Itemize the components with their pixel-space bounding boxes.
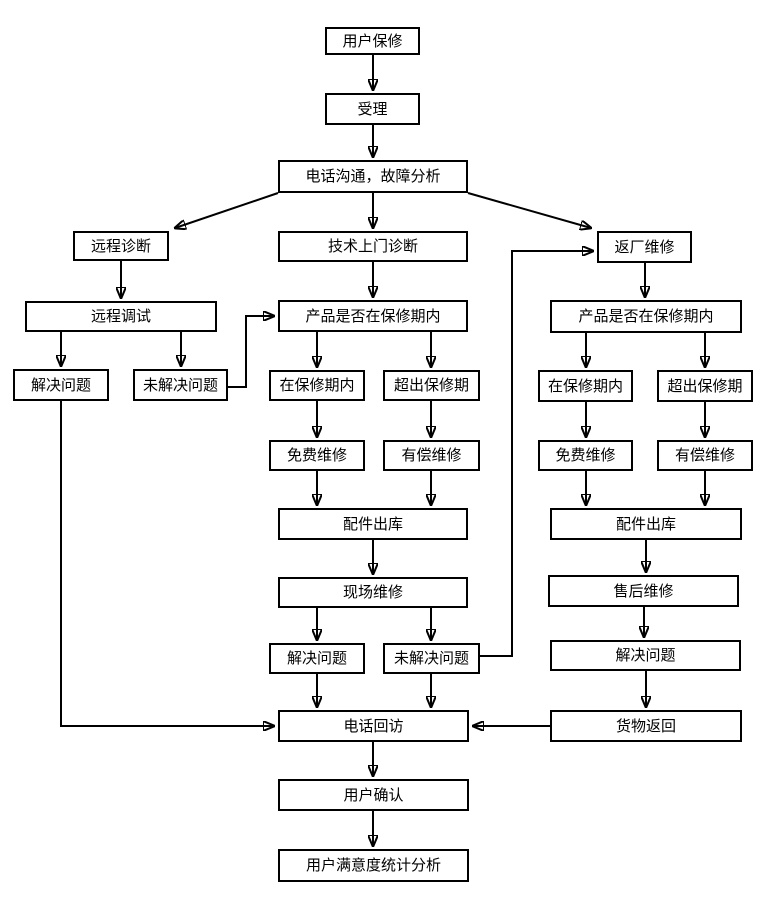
arrow-phone-analysis-to-remote-diagnosis (175, 192, 279, 228)
node-warranty-check-mid: 产品是否在保修期内 (278, 300, 468, 332)
node-out-of-warranty-right: 超出保修期 (657, 370, 753, 402)
node-goods-return: 货物返回 (550, 710, 742, 742)
node-free-repair-mid: 免费维修 (269, 440, 365, 471)
node-phone-followup: 电话回访 (278, 710, 469, 742)
node-paid-repair-right: 有偿维修 (657, 440, 753, 471)
arrow-unsolved-mid-to-factory-repair (480, 251, 593, 657)
node-remote-debugging: 远程调试 (25, 301, 217, 332)
node-parts-dispatch-mid: 配件出库 (278, 508, 468, 540)
arrow-solved-left-to-phone-followup (60, 401, 274, 726)
node-out-of-warranty-mid: 超出保修期 (383, 370, 480, 401)
node-parts-dispatch-right: 配件出库 (550, 508, 742, 540)
node-aftersales-repair: 售后维修 (548, 575, 739, 607)
node-problem-unsolved-left: 未解决问题 (133, 369, 228, 401)
node-user-confirmation: 用户确认 (278, 779, 469, 811)
arrow-unsolved-left-to-warranty-check-mid (228, 316, 274, 388)
node-phone-fault-analysis: 电话沟通，故障分析 (278, 160, 468, 193)
node-satisfaction-analysis: 用户满意度统计分析 (278, 849, 469, 882)
node-onsite-diagnosis: 技术上门诊断 (278, 231, 468, 262)
arrow-phone-analysis-to-factory-repair (467, 192, 591, 228)
node-paid-repair-mid: 有偿维修 (383, 440, 480, 471)
node-problem-solved-left: 解决问题 (13, 369, 109, 401)
node-problem-unsolved-mid: 未解决问题 (383, 643, 480, 674)
node-problem-solved-right: 解决问题 (550, 640, 741, 671)
node-in-warranty-right: 在保修期内 (538, 370, 633, 402)
node-factory-repair: 返厂维修 (597, 231, 692, 263)
node-acceptance: 受理 (325, 93, 420, 125)
node-remote-diagnosis: 远程诊断 (73, 231, 169, 261)
node-free-repair-right: 免费维修 (538, 440, 633, 471)
node-warranty-check-right: 产品是否在保修期内 (550, 300, 742, 333)
node-onsite-repair: 现场维修 (278, 577, 468, 608)
node-problem-solved-mid: 解决问题 (269, 643, 365, 674)
node-in-warranty-mid: 在保修期内 (269, 370, 365, 401)
node-user-warranty: 用户保修 (325, 27, 420, 55)
